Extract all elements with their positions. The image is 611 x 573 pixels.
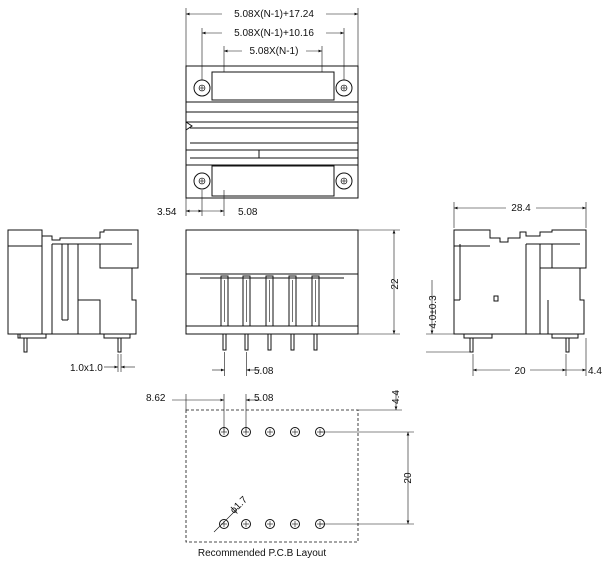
pcb-holes-lower: [219, 519, 325, 529]
top-view: 5.08X(N-1)+17.24 5.08X(N-1)+10.16 5.08X(…: [157, 6, 359, 218]
dim-overall-label: 5.08X(N-1)+17.24: [234, 9, 314, 20]
dim-front-pitch-label: 5.08: [254, 366, 274, 377]
right-view: 28.4 4.0±0.3 20 4.4: [426, 201, 602, 377]
pcb-dim-edge-label: 8.62: [146, 393, 166, 404]
dim-pin-length-label: 4.0±0.3: [428, 295, 439, 329]
dim-row-label: 20: [514, 366, 526, 377]
pcb-holes-upper: [219, 427, 325, 437]
dim-width-label: 28.4: [511, 203, 531, 214]
dim-pins-label: 5.08X(N-1): [250, 46, 299, 57]
dim-pitch-label: 5.08: [238, 207, 258, 218]
dim-pin-size-label: 1.0x1.0: [70, 363, 103, 374]
pcb-dim-pitch-label: 5.08: [254, 393, 274, 404]
pcb-hole-diameter-label: ϕ1.7: [228, 494, 250, 516]
front-pins: [220, 275, 320, 351]
pcb-dim-top-label: 4.4: [391, 390, 402, 404]
pcb-layout: 8.62 5.08 4.4 20: [146, 390, 414, 559]
dim-height-label: 22: [390, 278, 401, 290]
dim-flange-label: 5.08X(N-1)+10.16: [234, 28, 314, 39]
dim-end-label: 4.4: [588, 366, 602, 377]
side-view: 1.0x1.0: [7, 229, 139, 374]
pcb-layout-caption: Recommended P.C.B Layout: [198, 548, 326, 559]
pcb-dim-rows-label: 20: [403, 472, 414, 484]
front-view: 22 5.08: [185, 229, 401, 377]
dim-offset-label: 3.54: [157, 207, 177, 218]
